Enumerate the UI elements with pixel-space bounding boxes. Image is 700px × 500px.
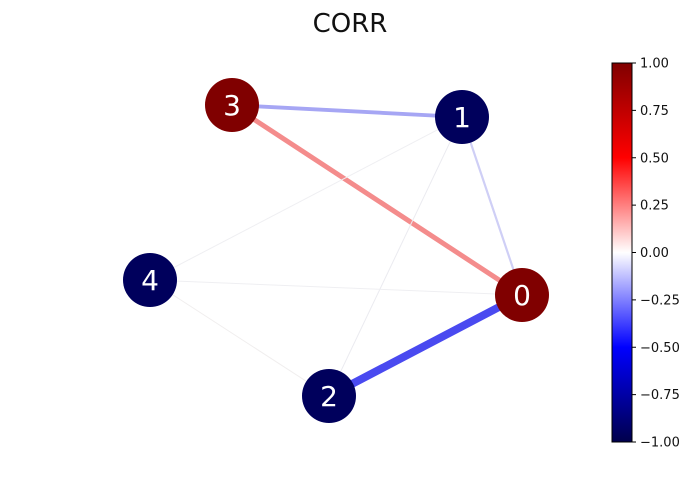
edge-0-3 bbox=[229, 102, 525, 298]
node-label-4: 4 bbox=[141, 264, 159, 297]
node-circle-0 bbox=[495, 268, 549, 322]
colorbar-tick-label: −1.00 bbox=[640, 436, 680, 451]
colorbar-tick-label: −0.50 bbox=[640, 341, 680, 356]
node-label-2: 2 bbox=[320, 380, 338, 413]
colorbar-tick-label: 0.50 bbox=[640, 151, 669, 166]
colorbar-tick-label: −0.75 bbox=[640, 388, 680, 403]
colorbar-tick-label: −0.25 bbox=[640, 293, 680, 308]
edge-1-2 bbox=[328, 116, 463, 397]
node-circle-4 bbox=[123, 253, 177, 307]
colorbar: 1.00 0.75 0.50 0.25 0.00 −0.25 −0.50 −0.75 −1.00 bbox=[611, 57, 680, 451]
node-3: 3 bbox=[205, 78, 259, 132]
colorbar-tick-label: 0.25 bbox=[640, 199, 669, 214]
colorbar-tick-label: 0.75 bbox=[640, 104, 669, 119]
node-circle-3 bbox=[205, 78, 259, 132]
edge-3-1 bbox=[230, 103, 464, 119]
node-circle-2 bbox=[302, 369, 356, 423]
edge-4-2 bbox=[149, 279, 330, 397]
edge-1-4 bbox=[149, 116, 463, 281]
edge-0-2 bbox=[325, 291, 526, 400]
node-label-3: 3 bbox=[223, 89, 241, 122]
edge-layer bbox=[149, 102, 526, 400]
node-label-1: 1 bbox=[453, 101, 471, 134]
edge-1-0 bbox=[460, 115, 524, 297]
colorbar-tick-label: 1.00 bbox=[640, 57, 669, 72]
figure-title: CORR bbox=[313, 9, 388, 39]
node-1: 1 bbox=[435, 90, 489, 144]
node-layer: 0 1 2 3 4 bbox=[123, 78, 549, 423]
node-2: 2 bbox=[302, 369, 356, 423]
node-0: 0 bbox=[495, 268, 549, 322]
colorbar-tick-label: 0.00 bbox=[640, 246, 669, 261]
node-4: 4 bbox=[123, 253, 177, 307]
edge-4-0 bbox=[149, 279, 523, 296]
node-label-0: 0 bbox=[513, 279, 531, 312]
colorbar-ticks: 1.00 0.75 0.50 0.25 0.00 −0.25 −0.50 −0.75 −1.00 bbox=[632, 57, 680, 451]
colorbar-gradient bbox=[611, 62, 633, 443]
node-circle-1 bbox=[435, 90, 489, 144]
